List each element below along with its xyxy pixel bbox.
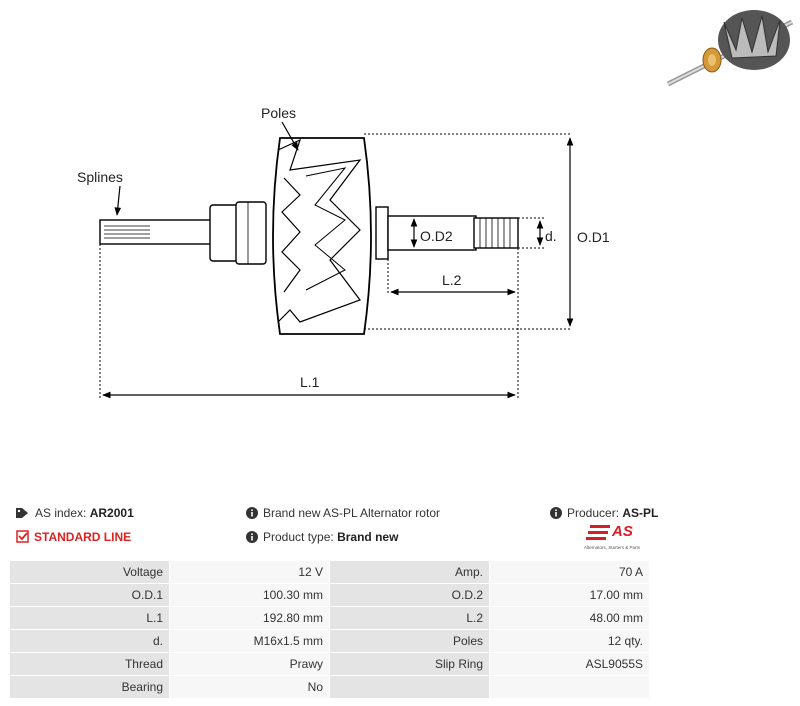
label-d: d. (545, 228, 557, 244)
producer-value: AS-PL (622, 506, 659, 520)
description-text: Brand new AS-PL Alternator rotor (263, 506, 440, 520)
logo-tagline: Alternators, Starters & Parts (584, 545, 641, 550)
spec-key: Amp. (329, 560, 490, 584)
spec-key (329, 675, 490, 699)
check-square-icon (16, 530, 29, 546)
tag-icon (16, 507, 30, 522)
as-index-row: AS index: AR2001 (16, 506, 134, 522)
spec-key: Poles (329, 629, 490, 653)
spec-value: No (169, 675, 330, 699)
label-od1: O.D1 (577, 229, 610, 245)
info-icon (246, 531, 258, 546)
as-index-label: AS index: (35, 506, 87, 520)
product-type-row: Product type: Brand new (246, 530, 398, 546)
spec-value (489, 675, 650, 699)
producer-row: Producer: AS-PL (550, 506, 658, 522)
info-icon (550, 507, 562, 522)
description-row: Brand new AS-PL Alternator rotor (246, 506, 440, 522)
spec-key: Thread (9, 652, 170, 676)
as-pl-logo: AS Alternators, Starters & Parts (584, 523, 650, 553)
spec-value: 70 A (489, 560, 650, 584)
product-type-label: Product type: (263, 530, 334, 544)
spec-key: L.1 (9, 606, 170, 630)
spec-key: L.2 (329, 606, 490, 630)
logo-brand: AS (612, 523, 633, 540)
as-index-value: AR2001 (89, 506, 134, 520)
rotor-technical-drawing: Poles Splines O.D1 O.D2 d. L.2 L.1 (77, 105, 610, 399)
spec-key: O.D.1 (9, 583, 170, 607)
spec-value: 17.00 mm (489, 583, 650, 607)
spec-value: 100.30 mm (169, 583, 330, 607)
label-od2: O.D2 (420, 228, 453, 244)
spec-value: 12 V (169, 560, 330, 584)
product-photo (666, 10, 794, 87)
producer-label: Producer: (567, 506, 620, 520)
spec-value: Prawy (169, 652, 330, 676)
label-l1: L.1 (300, 374, 320, 390)
spec-value: 192.80 mm (169, 606, 330, 630)
label-l2: L.2 (442, 272, 462, 288)
standard-line-row: STANDARD LINE (16, 530, 131, 546)
label-poles: Poles (261, 105, 296, 121)
spec-key: Voltage (9, 560, 170, 584)
spec-key: d. (9, 629, 170, 653)
spec-value: 12 qty. (489, 629, 650, 653)
info-icon (246, 507, 258, 522)
spec-key: Bearing (9, 675, 170, 699)
product-type-value: Brand new (337, 530, 399, 544)
standard-line-label: STANDARD LINE (34, 530, 132, 544)
spec-value: ASL9055S (489, 652, 650, 676)
spec-value: M16x1.5 mm (169, 629, 330, 653)
spec-key: O.D.2 (329, 583, 490, 607)
spec-value: 48.00 mm (489, 606, 650, 630)
label-splines: Splines (77, 169, 123, 185)
spec-key: Slip Ring (329, 652, 490, 676)
